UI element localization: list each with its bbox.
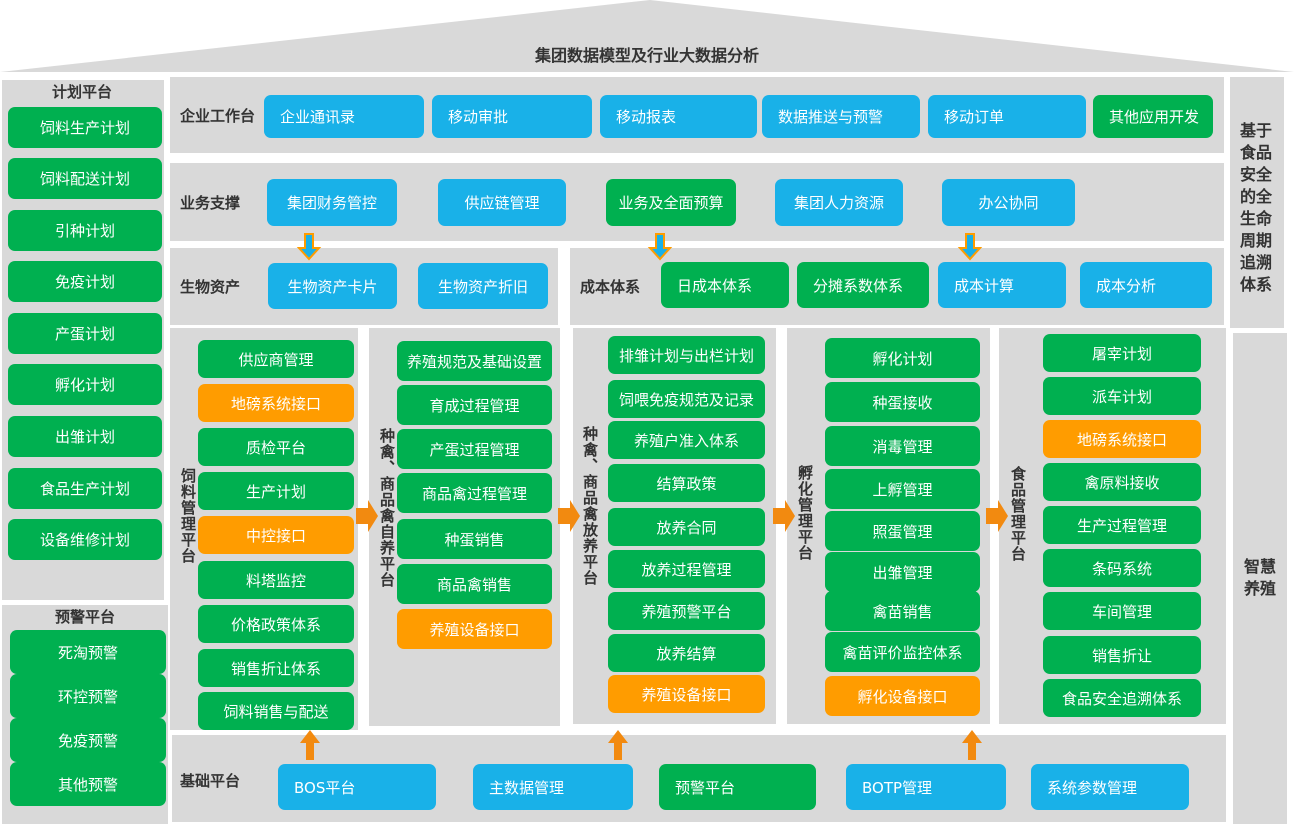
food-item-button[interactable]: 车间管理: [1043, 592, 1201, 630]
base-item-button[interactable]: 预警平台: [659, 764, 816, 810]
hatch-item-button[interactable]: 消毒管理: [825, 426, 980, 466]
feed-item-button[interactable]: 料塔监控: [198, 561, 354, 599]
hatch-item-button[interactable]: 照蛋管理: [825, 511, 980, 551]
self-breeding-item-button[interactable]: 商品禽过程管理: [397, 473, 552, 513]
feed-item-button[interactable]: 质检平台: [198, 428, 354, 466]
planning-item-button[interactable]: 食品生产计划: [8, 468, 162, 509]
free-range-item-button[interactable]: 饲喂免疫规范及记录: [608, 380, 765, 418]
feed-item-button[interactable]: 中控接口: [198, 516, 354, 554]
base-label: 基础平台: [180, 772, 241, 790]
feed-item-button[interactable]: 销售折让体系: [198, 649, 354, 687]
feed-item-button[interactable]: 地磅系统接口: [198, 384, 354, 422]
free-range-item-button[interactable]: 养殖预警平台: [608, 592, 765, 630]
warning-item-button[interactable]: 免疫预警: [10, 718, 166, 762]
enterprise-item-button[interactable]: 数据推送与预警: [762, 95, 920, 138]
free-range-item-button[interactable]: 养殖设备接口: [608, 675, 765, 713]
business-item-button[interactable]: 集团人力资源: [775, 179, 903, 226]
self-breeding-item-button[interactable]: 养殖设备接口: [397, 609, 552, 649]
planning-item-button[interactable]: 饲料配送计划: [8, 158, 162, 199]
self-breeding-item-button[interactable]: 育成过程管理: [397, 385, 552, 425]
cost-item-button[interactable]: 成本分析: [1080, 262, 1212, 308]
planning-item-button[interactable]: 出雏计划: [8, 416, 162, 457]
self-breeding-item-button[interactable]: 产蛋过程管理: [397, 429, 552, 469]
enterprise-item-button[interactable]: 移动审批: [432, 95, 592, 138]
enterprise-label: 企业工作台: [180, 107, 256, 125]
food-label: 食品管理平台: [1009, 466, 1027, 562]
hatch-item-button[interactable]: 禽苗评价监控体系: [825, 632, 980, 672]
food-item-button[interactable]: 地磅系统接口: [1043, 420, 1201, 458]
free-range-item-button[interactable]: 结算政策: [608, 464, 765, 502]
hatch-label: 孵化管理平台: [796, 465, 814, 561]
diagram-title: 集团数据模型及行业大数据分析: [534, 46, 759, 65]
enterprise-item-button[interactable]: 企业通讯录: [264, 95, 424, 138]
hatch-item-button[interactable]: 种蛋接收: [825, 382, 980, 422]
planning-item-button[interactable]: 引种计划: [8, 210, 162, 251]
feed-item-button[interactable]: 生产计划: [198, 472, 354, 510]
planning-item-button[interactable]: 饲料生产计划: [8, 107, 162, 148]
base-item-button[interactable]: 主数据管理: [473, 764, 633, 810]
bio-label: 生物资产: [180, 278, 241, 296]
roof-banner: [0, 0, 1294, 72]
hatch-item-button[interactable]: 孵化计划: [825, 338, 980, 378]
trace-label: 基于食品安全的全生命周期追溯体系: [1239, 121, 1272, 294]
feed-item-button[interactable]: 饲料销售与配送: [198, 692, 354, 730]
business-item-button[interactable]: 业务及全面预算: [606, 179, 736, 226]
planning-item-button[interactable]: 设备维修计划: [8, 519, 162, 560]
free-range-item-button[interactable]: 养殖户准入体系: [608, 421, 765, 459]
warning-item-button[interactable]: 死淘预警: [10, 630, 166, 674]
food-item-button[interactable]: 派车计划: [1043, 377, 1201, 415]
free-range-item-button[interactable]: 放养过程管理: [608, 550, 765, 588]
business-label: 业务支撑: [180, 194, 241, 212]
enterprise-item-button[interactable]: 移动订单: [928, 95, 1086, 138]
smart-panel: [1233, 333, 1287, 824]
enterprise-item-button[interactable]: 其他应用开发: [1093, 95, 1213, 138]
cost-label: 成本体系: [580, 278, 641, 296]
food-item-button[interactable]: 禽原料接收: [1043, 463, 1201, 501]
free-range-label: 种禽、商品禽放养平台: [581, 426, 599, 586]
food-item-button[interactable]: 食品安全追溯体系: [1043, 679, 1201, 717]
cost-item-button[interactable]: 日成本体系: [661, 262, 789, 308]
planning-item-button[interactable]: 产蛋计划: [8, 313, 162, 354]
planning-item-button[interactable]: 孵化计划: [8, 364, 162, 405]
business-item-button[interactable]: 办公协同: [942, 179, 1075, 226]
hatch-item-button[interactable]: 禽苗销售: [825, 591, 980, 631]
cost-item-button[interactable]: 分摊系数体系: [797, 262, 929, 308]
warning-title: 预警平台: [55, 608, 116, 626]
warning-item-button[interactable]: 环控预警: [10, 674, 166, 718]
enterprise-item-button[interactable]: 移动报表: [600, 95, 757, 138]
base-item-button[interactable]: BOS平台: [278, 764, 436, 810]
feed-label: 饲料管理平台: [179, 468, 197, 564]
business-item-button[interactable]: 供应链管理: [438, 179, 566, 226]
smart-label: 智慧养殖: [1243, 557, 1276, 598]
bio-item-button[interactable]: 生物资产卡片: [268, 263, 397, 309]
feed-item-button[interactable]: 价格政策体系: [198, 605, 354, 643]
feed-item-button[interactable]: 供应商管理: [198, 340, 354, 378]
free-range-item-button[interactable]: 放养合同: [608, 508, 765, 546]
self-breeding-item-button[interactable]: 商品禽销售: [397, 564, 552, 604]
trace-panel: [1230, 77, 1284, 328]
self-breeding-label: 种禽、商品禽自养平台: [378, 428, 396, 588]
free-range-item-button[interactable]: 放养结算: [608, 634, 765, 672]
food-item-button[interactable]: 条码系统: [1043, 549, 1201, 587]
self-breeding-item-button[interactable]: 养殖规范及基础设置: [397, 341, 552, 381]
warning-item-button[interactable]: 其他预警: [10, 762, 166, 806]
hatch-item-button[interactable]: 出雏管理: [825, 552, 980, 592]
cost-item-button[interactable]: 成本计算: [938, 262, 1066, 308]
base-item-button[interactable]: 系统参数管理: [1031, 764, 1189, 810]
hatch-item-button[interactable]: 孵化设备接口: [825, 676, 980, 716]
hatch-item-button[interactable]: 上孵管理: [825, 469, 980, 509]
self-breeding-item-button[interactable]: 种蛋销售: [397, 519, 552, 559]
free-range-item-button[interactable]: 排雏计划与出栏计划: [608, 336, 765, 374]
food-item-button[interactable]: 生产过程管理: [1043, 506, 1201, 544]
base-item-button[interactable]: BOTP管理: [846, 764, 1006, 810]
bio-item-button[interactable]: 生物资产折旧: [418, 263, 548, 309]
business-item-button[interactable]: 集团财务管控: [267, 179, 397, 226]
planning-title: 计划平台: [52, 83, 113, 101]
food-item-button[interactable]: 屠宰计划: [1043, 334, 1201, 372]
food-item-button[interactable]: 销售折让: [1043, 636, 1201, 674]
planning-item-button[interactable]: 免疫计划: [8, 261, 162, 302]
